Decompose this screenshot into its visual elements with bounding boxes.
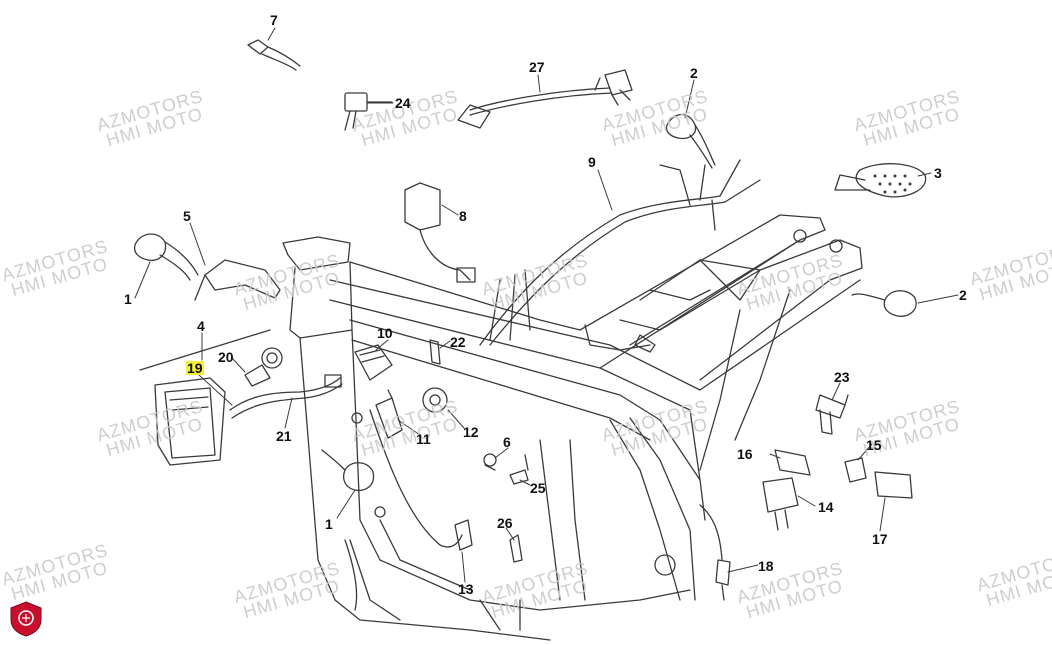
part-23-drawing	[815, 394, 849, 435]
callout-19[interactable]: 19	[186, 360, 204, 376]
azmotors-logo[interactable]	[7, 600, 45, 638]
callout-22[interactable]: 22	[450, 334, 466, 350]
callout-26[interactable]: 26	[497, 515, 513, 531]
callout-13[interactable]: 13	[458, 581, 474, 597]
part-3-drawing	[834, 163, 927, 198]
callout-2[interactable]: 2	[959, 287, 967, 303]
callout-5[interactable]: 5	[183, 208, 191, 224]
callout-21[interactable]: 21	[276, 428, 292, 444]
callout-15[interactable]: 16	[737, 446, 753, 462]
callout-9[interactable]: 9	[588, 154, 596, 170]
part-15-drawing	[774, 449, 811, 476]
callout-25[interactable]: 25	[530, 480, 546, 496]
callout-23[interactable]: 23	[834, 369, 850, 385]
callout-14[interactable]: 14	[818, 499, 834, 515]
part-25-drawing	[509, 454, 529, 485]
callout-1[interactable]: 1	[124, 291, 132, 307]
frame-drawing	[282, 214, 863, 641]
part-18-drawing	[699, 504, 731, 601]
callout-20[interactable]: 20	[218, 349, 234, 365]
part-20-drawing	[244, 347, 283, 387]
part-11-drawing	[375, 389, 403, 439]
callout-10[interactable]: 10	[377, 325, 393, 341]
part-26-drawing	[509, 534, 523, 563]
callout-11[interactable]: 11	[416, 431, 431, 447]
part-4-headlight-drawing	[139, 329, 271, 466]
callout-6[interactable]: 6	[503, 434, 511, 450]
part-12-drawing	[422, 387, 448, 413]
part-14-drawing	[762, 477, 799, 531]
callout-12[interactable]: 12	[463, 424, 479, 440]
leader-lines	[134, 27, 959, 583]
callout-17[interactable]: 17	[872, 531, 888, 547]
callout-24[interactable]: 24	[395, 95, 411, 111]
taillight-lens-dots	[873, 174, 912, 194]
callout-27[interactable]: 27	[529, 59, 545, 75]
harness-27-drawing	[457, 69, 633, 129]
part-22-drawing	[429, 339, 441, 365]
callout-8[interactable]: 8	[459, 208, 467, 224]
part-6-drawing	[483, 453, 497, 471]
part-1-top-drawing	[133, 233, 199, 281]
part-8-drawing	[404, 182, 476, 283]
callout-4[interactable]: 4	[197, 318, 205, 334]
callout-2[interactable]: 2	[690, 65, 698, 81]
callout-7[interactable]: 7	[270, 12, 278, 28]
part-2-top-drawing	[665, 113, 716, 169]
wiring-harness-drawing	[479, 159, 761, 346]
callout-16[interactable]: 15	[866, 437, 882, 453]
part-21-drawing	[229, 374, 343, 419]
callout-3[interactable]: 3	[934, 165, 942, 181]
part-17-drawing	[874, 471, 913, 499]
part-16-drawing	[844, 457, 867, 483]
callout-1[interactable]: 1	[325, 516, 333, 532]
part-7-drawing	[247, 39, 301, 71]
callout-18[interactable]: 18	[758, 558, 774, 574]
part-1-bottom-drawing	[321, 449, 375, 492]
part-10-drawing	[354, 344, 393, 381]
part-13-drawing	[369, 409, 473, 551]
part-2-right-drawing	[851, 290, 917, 317]
part-5-drawing	[194, 259, 281, 301]
part-24-drawing	[344, 92, 393, 131]
